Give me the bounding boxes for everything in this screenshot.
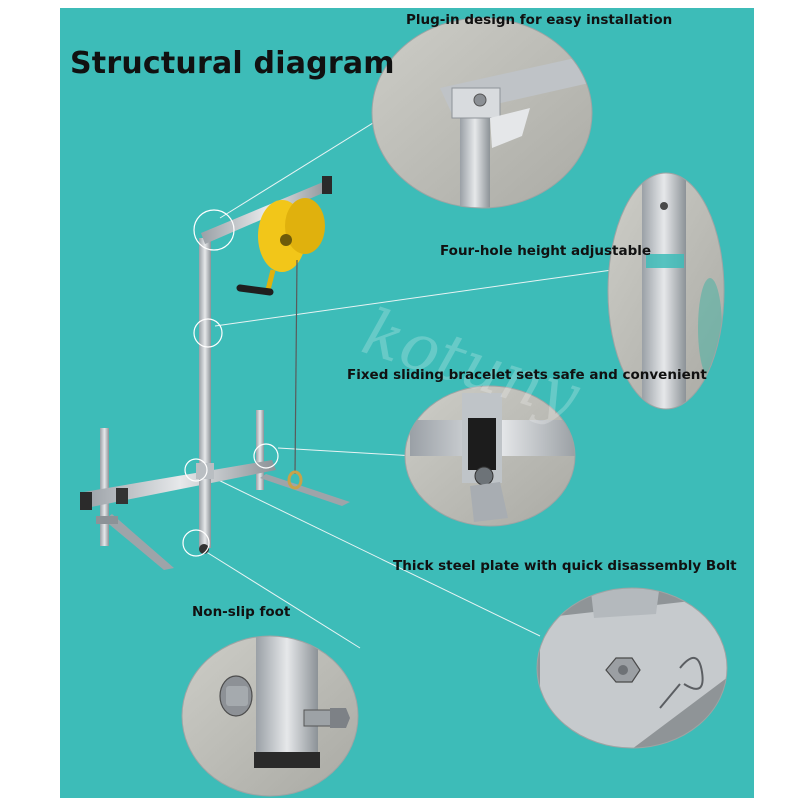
detail-steel-plate	[537, 588, 727, 748]
label-four-hole: Four-hole height adjustable	[440, 243, 652, 259]
highlight-foot	[182, 529, 210, 557]
callout-line-foot	[199, 547, 361, 649]
detail-four-hole-frame	[607, 172, 725, 410]
lifting-hook	[287, 470, 303, 490]
hoist-cable	[294, 259, 298, 475]
detail-plug-in-frame	[371, 17, 593, 209]
highlight-hole	[193, 318, 223, 348]
main-post-collar	[196, 463, 214, 479]
left-leg-foot-beam	[96, 516, 118, 524]
winch	[236, 198, 325, 296]
crane-frame	[80, 176, 350, 570]
detail-steel-plate-frame	[536, 587, 728, 749]
highlight-bracelet	[253, 443, 279, 469]
callout-line-plate	[207, 474, 541, 637]
detail-bracelet	[405, 386, 575, 526]
detail-foot-frame	[181, 635, 359, 797]
label-bracelet: Fixed sliding bracelet sets safe and con…	[347, 367, 707, 383]
right-leg-upright	[256, 410, 264, 490]
highlight-plate	[184, 458, 208, 482]
diagram-canvas: kotuny Structural diagram Plug-in design…	[60, 8, 754, 798]
highlight-plug	[193, 209, 235, 251]
label-steel-plate: Thick steel plate with quick disassembly…	[393, 558, 737, 574]
label-plug-in: Plug-in design for easy installation	[406, 12, 673, 28]
diagram-artwork	[80, 17, 728, 797]
main-post	[199, 238, 211, 548]
callout-line-brace	[277, 447, 416, 457]
base-beam-collar-left	[116, 488, 128, 504]
top-arm-end	[322, 176, 332, 194]
base-beam-end-cap	[80, 492, 92, 510]
detail-foot	[182, 636, 358, 796]
right-leg-brace	[260, 474, 350, 506]
left-leg-brace	[104, 514, 174, 570]
detail-plug-in	[372, 18, 592, 208]
callout-line-hole	[214, 269, 613, 327]
base-beam	[84, 460, 276, 508]
highlight-circles	[182, 209, 279, 557]
detail-bracelet-frame	[404, 385, 576, 527]
label-foot: Non-slip foot	[192, 604, 291, 620]
diagram-title: Structural diagram	[70, 46, 395, 81]
left-leg-upright	[100, 428, 109, 546]
